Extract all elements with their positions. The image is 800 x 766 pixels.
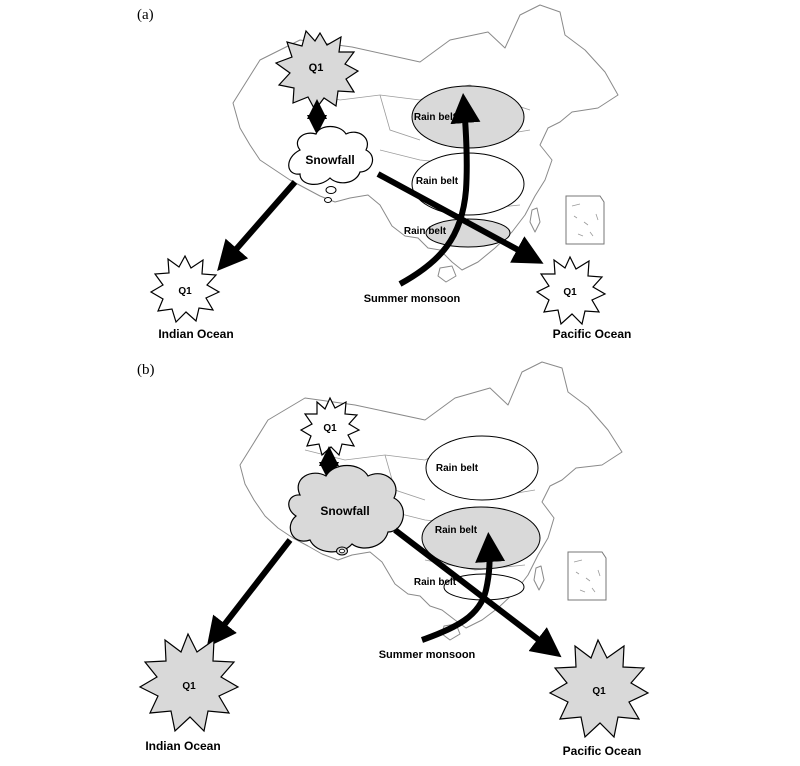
q1-left-star: Q1 [149,254,221,324]
rain-belt-south-label: Rain belt [404,226,447,237]
panel-b-label: (b) [137,362,155,378]
indian-ocean-label: Indian Ocean [145,739,220,753]
q1-left-label: Q1 [178,286,192,297]
q1-top-star: Q1 [274,29,360,112]
china-map-outline [239,361,623,629]
snowfall-label: Snowfall [305,153,354,167]
q1-top-label: Q1 [309,62,324,74]
panel-a-label: (a) [137,7,154,23]
rain-belt-south [425,218,511,248]
q1-right-label: Q1 [563,287,577,298]
indian-ocean-label: Indian Ocean [158,327,233,341]
snowfall-cloud: Snowfall [288,464,404,556]
arrow-to-indian-ocean [206,538,293,648]
pacific-ocean-label: Pacific Ocean [563,744,642,758]
rain-belt-middle [421,506,541,570]
panel-b: (b) Q1 Snowfall Rain belt Rain belt Rain [137,361,650,758]
arrow-to-indian-ocean [217,180,298,272]
hainan-island [437,265,457,283]
q1-right-star: Q1 [535,255,607,326]
q1-top-label: Q1 [323,423,337,434]
q1-top-star: Q1 [299,396,361,457]
panel-a: (a) Q1 Snowfall Rain belt [137,4,632,341]
arrow-to-pacific-ocean [393,527,562,658]
rain-belt-north-label: Rain belt [436,463,479,474]
summer-monsoon-arrow [421,532,506,643]
taiwan-island [529,207,541,233]
snowfall-cloud: Snowfall [288,125,374,203]
rain-belt-south-label: Rain belt [414,577,457,588]
summer-monsoon-label: Summer monsoon [364,293,461,305]
q1-right-label: Q1 [592,686,606,697]
summer-monsoon-arrow [398,93,481,287]
rain-belt-middle-label: Rain belt [416,176,459,187]
snowfall-label: Snowfall [320,504,369,518]
pacific-ocean-label: Pacific Ocean [553,327,632,341]
rain-belt-middle-label: Rain belt [435,525,478,536]
q1-left-label: Q1 [182,681,196,692]
q1-right-star: Q1 [548,638,650,739]
q1-left-star: Q1 [138,632,240,733]
taiwan-island [533,565,545,591]
rain-belt-north-label: Rain belt [414,112,457,123]
south-china-sea-inset [565,195,605,245]
rain-belt-north [425,435,539,501]
arrow-to-pacific-ocean [376,171,544,264]
summer-monsoon-label: Summer monsoon [379,649,476,661]
south-china-sea-inset [567,551,607,601]
